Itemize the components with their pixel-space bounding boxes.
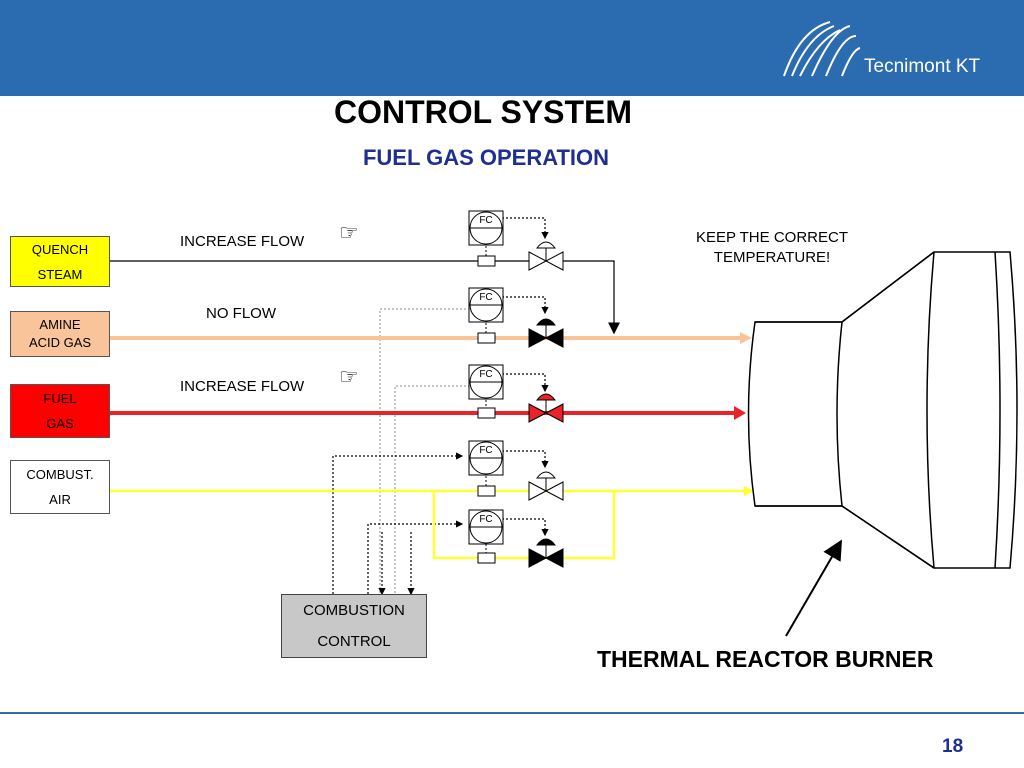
controller-fc-1: FC bbox=[468, 210, 504, 246]
controller-tag: FC bbox=[479, 445, 492, 456]
slide-title: CONTROL SYSTEM bbox=[333, 94, 633, 130]
controller-fc-4: FC bbox=[468, 440, 504, 476]
fuel-gas-line bbox=[110, 406, 746, 420]
controller-tag: FC bbox=[479, 369, 492, 380]
valve-amine-acid-gas-icon bbox=[528, 318, 564, 348]
burner-pointer-arrow bbox=[785, 539, 843, 637]
source-label: QUENCH STEAM bbox=[31, 241, 89, 282]
signal-lines-black bbox=[332, 217, 549, 598]
valve-fuel-gas-icon bbox=[528, 393, 564, 423]
footer-divider bbox=[0, 712, 1024, 714]
combustion-air-line bbox=[110, 486, 754, 560]
brand-name: Tecnimont KT bbox=[864, 56, 981, 77]
source-combustion-air: COMBUST. AIR bbox=[10, 460, 110, 514]
controller-fc-2: FC bbox=[468, 287, 504, 323]
header-background bbox=[0, 0, 1024, 96]
signal-lines-grey bbox=[379, 308, 486, 598]
amine-acid-gas-line bbox=[110, 332, 752, 344]
controller-tag: FC bbox=[479, 514, 492, 525]
controller-tag: FC bbox=[479, 215, 492, 226]
quench-steam-line bbox=[110, 260, 620, 335]
page-number: 18 bbox=[942, 736, 964, 757]
valve-quench-steam-icon bbox=[528, 241, 564, 271]
increase-flow-label-fuel: INCREASE FLOW bbox=[180, 378, 305, 395]
pointing-hand-icon: ☞ bbox=[339, 364, 359, 389]
source-label: COMBUST. AIR bbox=[26, 467, 94, 507]
header-bar bbox=[0, 0, 1024, 96]
pointing-hand-icon: ☞ bbox=[339, 220, 359, 245]
slide-subtitle: FUEL GAS OPERATION bbox=[362, 145, 610, 170]
combustion-control-box: COMBUSTION CONTROL bbox=[281, 594, 427, 658]
tecnimont-logo-icon bbox=[783, 21, 861, 77]
keep-temperature-note: KEEP THE CORRECT TEMPERATURE! bbox=[696, 229, 848, 266]
burner-label: THERMAL REACTOR BURNER bbox=[597, 646, 934, 672]
controller-fc-3: FC bbox=[468, 364, 504, 400]
increase-flow-label-steam: INCREASE FLOW bbox=[180, 233, 305, 250]
thermal-reactor-burner-icon bbox=[747, 251, 1018, 569]
no-flow-label: NO FLOW bbox=[206, 305, 276, 322]
controller-tag: FC bbox=[479, 292, 492, 303]
source-label: AMINE ACID GAS bbox=[28, 317, 92, 350]
valve-combustion-air-icon bbox=[528, 471, 564, 501]
source-fuel-gas: FUEL GAS bbox=[10, 384, 110, 438]
source-quench-steam: QUENCH STEAM bbox=[10, 236, 110, 287]
source-label: FUEL GAS bbox=[43, 391, 77, 431]
controller-fc-5: FC bbox=[468, 509, 504, 545]
source-amine-acid-gas: AMINE ACID GAS bbox=[10, 311, 110, 357]
valve-air-bypass-icon bbox=[528, 538, 564, 568]
